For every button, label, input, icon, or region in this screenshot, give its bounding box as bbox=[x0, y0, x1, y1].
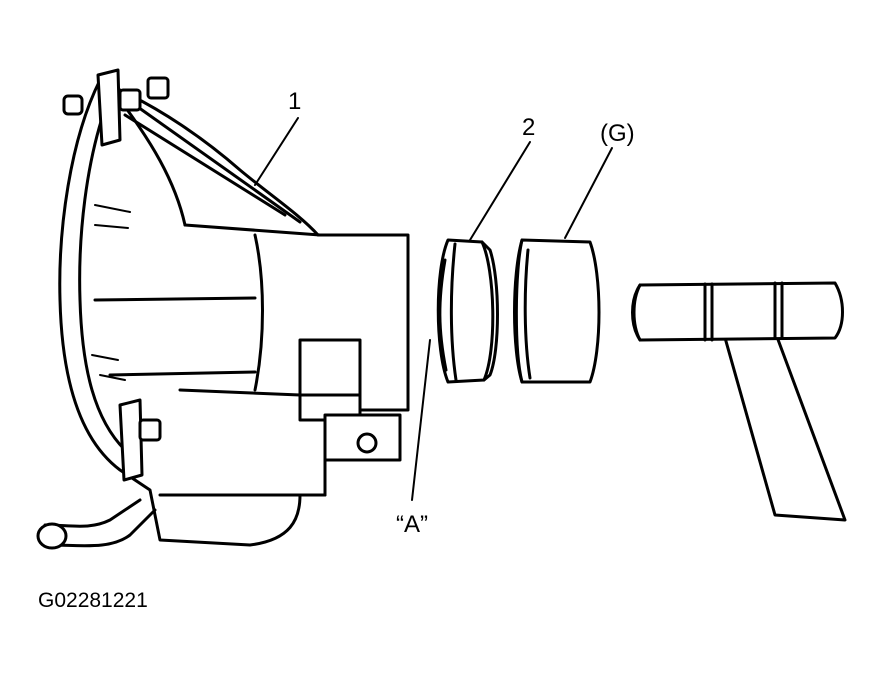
callout-point-a: “A” bbox=[396, 511, 428, 538]
leader-point-a bbox=[411, 339, 431, 501]
leader-lines bbox=[254, 117, 613, 501]
leader-part-2 bbox=[469, 141, 531, 241]
hammer bbox=[631, 281, 847, 522]
oil-seal bbox=[436, 238, 499, 384]
leader-part-1 bbox=[254, 117, 299, 186]
seal-installer-tool bbox=[513, 238, 601, 384]
leader-tool-g bbox=[564, 147, 613, 239]
callout-tool-g: (G) bbox=[600, 120, 635, 147]
callout-part-1: 1 bbox=[288, 88, 302, 115]
callout-part-2: 2 bbox=[522, 114, 536, 141]
figure-id: G02281221 bbox=[38, 589, 148, 612]
transmission-case bbox=[36, 68, 410, 550]
